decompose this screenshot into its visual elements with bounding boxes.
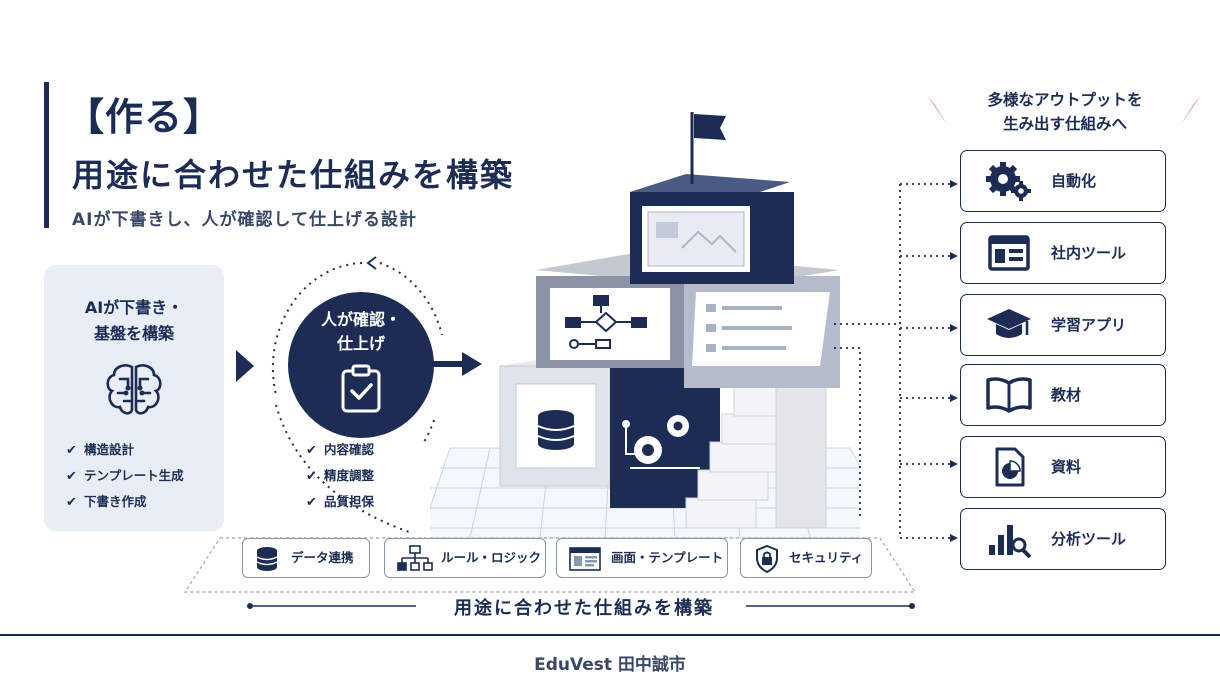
check-icon: ✔ (66, 443, 77, 458)
ai-task-list: ✔ 構造設計 ✔ テンプレート生成 ✔ 下書き作成 (66, 437, 184, 515)
ai-card-title-line1: AIが下書き・ (84, 298, 184, 317)
brain-circuit-icon (106, 364, 162, 415)
database-icon (537, 410, 575, 450)
title-accent-bar (44, 82, 49, 228)
gears-icon (622, 415, 700, 469)
tag-label: ルール・ロジック (441, 550, 542, 565)
output-card-documents: 資料 (960, 436, 1166, 498)
ai-draft-card: AIが下書き・ 基盤を構築 ✔ 構造設計 ✔ テンプレート生成 ✔ 下書き作成 (44, 265, 224, 531)
browser-window-icon (988, 235, 1030, 271)
list-item-label: 品質担保 (324, 494, 375, 509)
gears-icon (986, 162, 1031, 201)
human-circle-title: 人が確認・ 仕上げ (288, 308, 434, 356)
output-card-automation: 自動化 (960, 150, 1166, 212)
output-label: 社内ツール (1051, 244, 1127, 262)
shield-lock-icon (756, 545, 778, 573)
output-card-teaching-materials: 教材 (960, 364, 1166, 426)
open-book-icon (986, 377, 1032, 413)
check-icon: ✔ (66, 495, 77, 510)
clipboard-check-icon (341, 364, 381, 413)
output-label: 教材 (1051, 386, 1082, 404)
tag-rules-logic: ルール・ロジック (384, 538, 546, 578)
output-card-analytics-tools: 分析ツール (960, 508, 1166, 570)
review-cycle-dotted-ring (271, 256, 443, 534)
list-item: ✔ 構造設計 (66, 437, 184, 463)
output-connectors (834, 180, 958, 542)
document-list-icon (706, 304, 792, 352)
flag-icon (690, 112, 726, 184)
human-circle-title-line2: 仕上げ (336, 334, 385, 353)
outputs-heading-line1: 多様なアウトプットを (987, 91, 1143, 109)
database-icon (256, 547, 278, 571)
human-circle-title-line1: 人が確認・ (320, 310, 401, 329)
flowchart-icon (565, 295, 647, 349)
list-item-label: 精度調整 (324, 468, 375, 483)
section-label: 【作る】 (66, 95, 223, 139)
footer-credit: EduVest 田中誠市 (534, 655, 686, 675)
image-window-icon (647, 211, 745, 267)
right-arrow-icon (432, 352, 482, 376)
human-task-list: ✔ 内容確認 ✔ 精度調整 ✔ 品質担保 (306, 437, 374, 515)
ai-card-title-line2: 基盤を構築 (93, 324, 174, 343)
bottom-caption: 用途に合わせた仕組みを構築 (454, 598, 714, 619)
list-item: ✔ 精度調整 (306, 463, 374, 489)
screen-template-icon (569, 547, 601, 571)
list-item: ✔ テンプレート生成 (66, 463, 184, 489)
list-item-label: 下書き作成 (84, 494, 147, 509)
output-card-internal-tools: 社内ツール (960, 222, 1166, 284)
check-icon: ✔ (66, 469, 77, 484)
list-item-label: 構造設計 (84, 442, 135, 457)
list-item: ✔ 下書き作成 (66, 489, 184, 515)
page-subtitle: AIが下書きし、人が確認して仕上げる設計 (72, 210, 417, 230)
output-label: 学習アプリ (1051, 316, 1127, 334)
page-title: 用途に合わせた仕組みを構築 (72, 156, 515, 194)
check-icon: ✔ (306, 469, 317, 484)
ai-card-title: AIが下書き・ 基盤を構築 (44, 295, 224, 347)
list-item-label: テンプレート生成 (84, 468, 184, 483)
check-icon: ✔ (306, 443, 317, 458)
output-card-learning-app: 学習アプリ (960, 294, 1166, 356)
list-item: ✔ 品質担保 (306, 489, 374, 515)
bar-chart-magnifier-icon (989, 525, 1032, 559)
caption-rule (247, 603, 915, 609)
left-accent-mark-icon (928, 96, 948, 126)
graduation-cap-icon (987, 309, 1031, 338)
footer-divider (0, 634, 1220, 636)
output-label: 資料 (1051, 458, 1082, 476)
flowchart-icon (397, 545, 433, 571)
list-item: ✔ 内容確認 (306, 437, 374, 463)
tag-security: セキュリティ (740, 538, 872, 578)
outputs-heading-line2: 生み出す仕組みへ (1002, 115, 1127, 133)
tag-screen-template: 画面・テンプレート (556, 538, 728, 578)
check-icon: ✔ (306, 495, 317, 510)
right-arrow-icon (236, 350, 254, 382)
human-review-circle: 人が確認・ 仕上げ (288, 292, 434, 438)
tag-label: データ連携 (291, 550, 354, 565)
tag-label: 画面・テンプレート (611, 550, 724, 565)
outputs-heading: 多様なアウトプットを 生み出す仕組みへ (960, 88, 1170, 136)
output-label: 自動化 (1051, 172, 1097, 190)
tag-data-integration: データ連携 (242, 538, 370, 578)
list-item-label: 内容確認 (324, 442, 375, 457)
building-blocks-illustration (430, 112, 860, 539)
pie-document-icon (995, 447, 1025, 487)
tag-label: セキュリティ (789, 550, 864, 565)
right-accent-mark-icon (1180, 96, 1200, 126)
output-label: 分析ツール (1051, 530, 1127, 548)
